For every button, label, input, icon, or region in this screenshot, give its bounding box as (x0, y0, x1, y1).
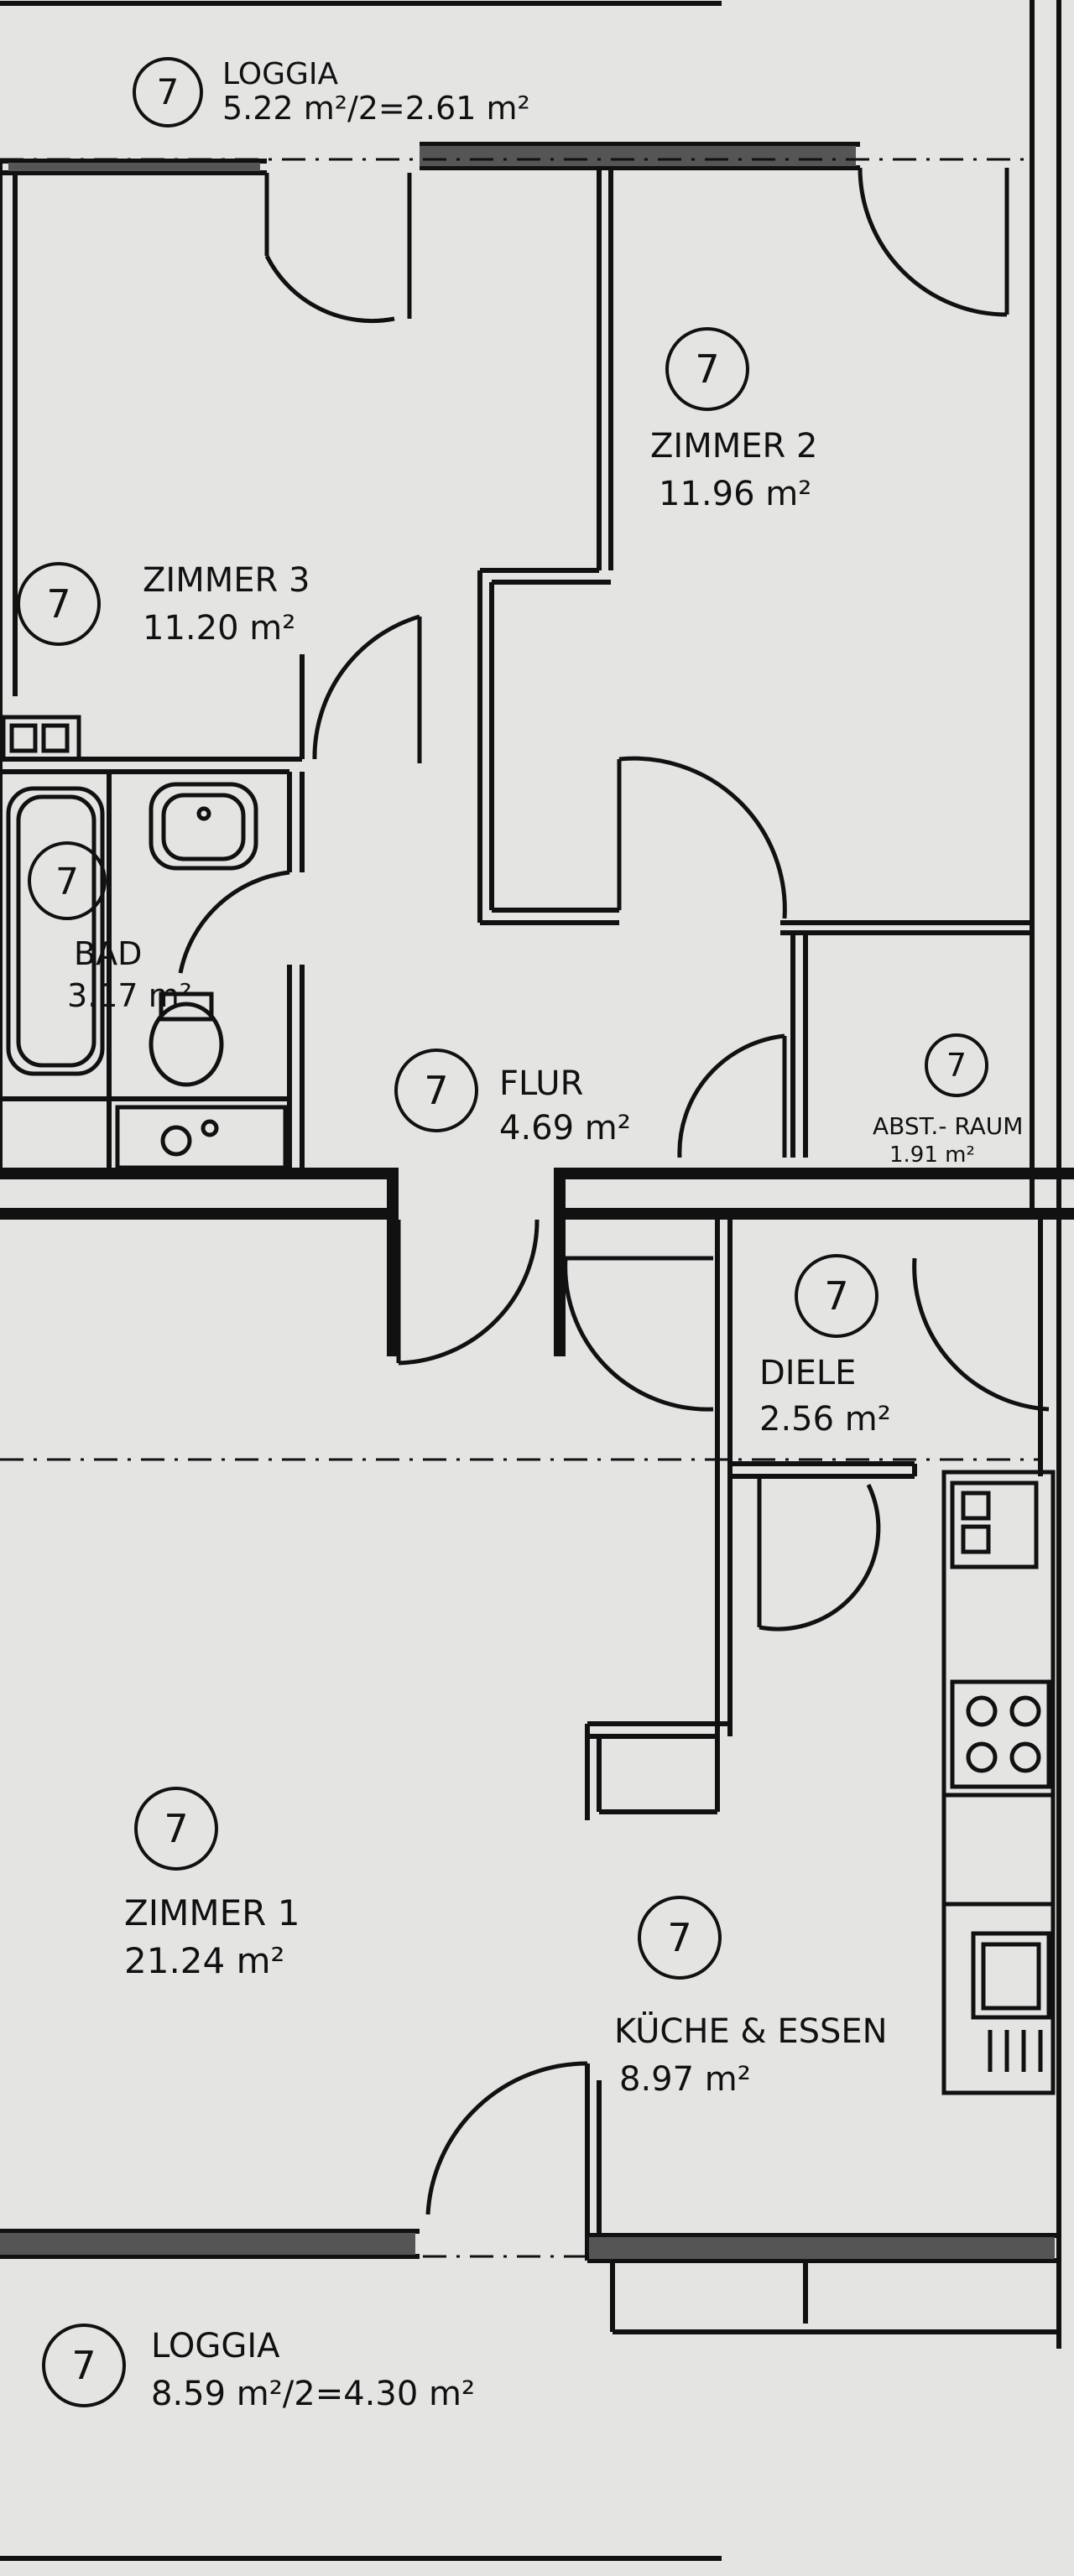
room-name-zimmer-2: ZIMMER 2 (650, 427, 817, 466)
room-name-loggia-bottom: LOGGIA (151, 2327, 280, 2365)
walls (0, 0, 1061, 2349)
room-name-zimmer-1: ZIMMER 1 (124, 1892, 300, 1933)
room-area-flur: 4.69 m² (499, 1109, 631, 1147)
room-area-zimmer-3: 11.20 m² (143, 609, 295, 648)
marker-number: 7 (946, 1047, 967, 1084)
room-area-zimmer-2: 11.96 m² (659, 475, 811, 513)
toilet-icon (149, 1002, 224, 1087)
room-area-loggia-bottom: 8.59 m²/2=4.30 m² (151, 2375, 475, 2413)
window-sills (0, 146, 1055, 2259)
marker-number: 7 (695, 346, 719, 392)
marker-numbers: 7 7 7 7 7 7 7 7 7 7 (46, 71, 967, 2388)
marker-number: 7 (824, 1273, 848, 1319)
room-area-kueche: 8.97 m² (619, 2060, 751, 2099)
marker-number: 7 (71, 2343, 96, 2388)
marker-diele (795, 1254, 878, 1338)
bathtub-icon (6, 786, 105, 1076)
marker-number: 7 (424, 1068, 448, 1113)
marker-abst-raum (925, 1033, 988, 1097)
room-name-zimmer-3: ZIMMER 3 (143, 561, 310, 600)
room-name-diele: DIELE (759, 1354, 856, 1392)
room-name-flur: FLUR (499, 1064, 583, 1103)
room-name-bad: BAD (74, 935, 142, 972)
room-area-abst-raum: 1.91 m² (889, 1142, 975, 1168)
marker-number: 7 (157, 71, 180, 112)
marker-number: 7 (55, 861, 79, 903)
kitchen-walls (585, 1220, 917, 1820)
marker-number: 7 (46, 581, 70, 627)
marker-bad (28, 841, 107, 920)
marker-number: 7 (667, 1915, 691, 1960)
kitchen-sink-icon (971, 1931, 1051, 2020)
room-name-kueche: KÜCHE & ESSEN (614, 2011, 888, 2051)
marker-zimmer-2 (665, 327, 749, 411)
room-name-loggia-top: LOGGIA (222, 57, 339, 91)
room-markers (17, 57, 988, 2407)
room-area-bad: 3.17 m² (67, 977, 192, 1014)
marker-loggia-top (133, 57, 203, 127)
marker-zimmer-1 (134, 1787, 218, 1871)
middle-walls (0, 1168, 1074, 1356)
marker-kueche (638, 1896, 722, 1980)
dash-dot-lines (0, 158, 1040, 2258)
stove-icon (950, 1679, 1051, 1789)
marker-loggia-bottom (42, 2324, 126, 2407)
room-name-abst-raum: ABST.- RAUM (873, 1112, 1023, 1140)
room-labels: LOGGIA 5.22 m²/2=2.61 m² ZIMMER 2 11.96 … (67, 57, 1023, 2413)
door-swings (178, 167, 1050, 2235)
vent-icon (1, 715, 81, 762)
sink-icon (149, 782, 258, 871)
room-area-zimmer-1: 21.24 m² (124, 1940, 284, 1981)
fixtures (1, 715, 1056, 2095)
marker-number: 7 (164, 1806, 188, 1851)
room-area-loggia-top: 5.22 m²/2=2.61 m² (222, 90, 530, 127)
kitchen-counter (941, 1470, 1056, 2095)
room-area-diele: 2.56 m² (759, 1400, 891, 1439)
marker-flur (394, 1049, 478, 1132)
marker-zimmer-3 (17, 562, 101, 646)
